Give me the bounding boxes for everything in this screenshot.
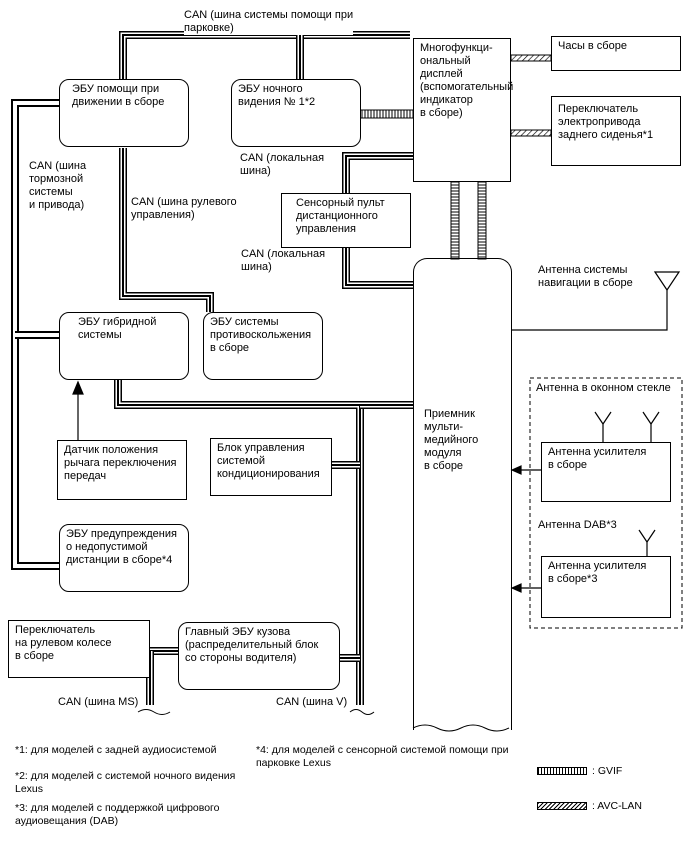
bus-break-ms bbox=[137, 709, 171, 715]
shift-position-sensor: Датчик положения рычага переключения пер… bbox=[57, 440, 187, 500]
main-body-ecu: Главный ЭБУ кузова (распределительный бл… bbox=[178, 622, 340, 690]
steering-wheel-switch: Переключатель на рулевом колесе в сборе bbox=[8, 620, 150, 678]
hybrid-ecu: ЭБУ гибридной системы bbox=[59, 312, 189, 380]
bus-break-v bbox=[349, 709, 375, 715]
legend-gvif-label: : GVIF bbox=[592, 765, 623, 777]
antenna-arrows bbox=[510, 465, 541, 593]
can-ms-bus bbox=[146, 647, 178, 705]
can-steering-label: CAN (шина рулевого управления) bbox=[131, 196, 237, 222]
can-steering-bus bbox=[119, 148, 214, 312]
footnote-4: *4: для моделей с сенсорной системой пом… bbox=[256, 744, 509, 769]
legend-avc-label: : AVC-LAN bbox=[592, 800, 642, 812]
rear-seat-switch: Переключатель электропривода заднего сид… bbox=[551, 96, 681, 166]
window-antenna-label: Антенна в оконном стекле bbox=[536, 382, 671, 395]
can-local-label-1: CAN (локальная шина) bbox=[240, 152, 325, 178]
avc-lan-links bbox=[510, 54, 552, 137]
shift-sensor-arrow bbox=[72, 380, 84, 440]
footnote-3: *3: для моделей с поддержкой цифрового а… bbox=[15, 802, 220, 827]
amp-antenna-2: Антенна усилителя в сборе*3 bbox=[541, 556, 671, 618]
can-v-bus bbox=[114, 380, 413, 705]
nav-antenna-label: Антенна системы навигации в сборе bbox=[538, 264, 633, 290]
can-local-label-2: CAN (локальная шина) bbox=[241, 248, 326, 274]
footnote-1: *1: для моделей с задней аудиосистемой bbox=[15, 744, 217, 756]
clock-assembly: Часы в сборе bbox=[551, 36, 681, 71]
can-parking-label: CAN (шина системы помощи при парковке) bbox=[184, 9, 354, 35]
ac-control-unit: Блок управления системой кондиционирован… bbox=[210, 438, 332, 496]
can-brake-label: CAN (шина тормозной системы и привода) bbox=[29, 160, 87, 212]
receiver-box bbox=[413, 258, 512, 730]
pcs-ecu: ЭБУ системы противоскольжения в сборе bbox=[203, 312, 323, 380]
drive-assist-ecu: ЭБУ помощи при движении в сборе bbox=[59, 79, 189, 147]
footnote-2: *2: для моделей с системой ночного виден… bbox=[15, 770, 236, 795]
can-v-label: CAN (шина V) bbox=[276, 696, 348, 709]
touchpad-remote: Сенсорный пульт дистанционного управлени… bbox=[281, 193, 411, 248]
amp-antenna-1: Антенна усилителя в сборе bbox=[541, 442, 671, 502]
distance-warning-ecu: ЭБУ предупреждения о недопустимой дистан… bbox=[59, 524, 189, 592]
receiver-bottom-break bbox=[412, 724, 510, 732]
can-ms-label: CAN (шина MS) bbox=[58, 696, 139, 709]
legend-gvif-swatch bbox=[537, 767, 587, 775]
can-parking-bus bbox=[119, 31, 410, 82]
receiver-label: Приемник мульти- медийного модуля в сбор… bbox=[424, 408, 479, 472]
dab-antenna-label: Антенна DAB*3 bbox=[538, 519, 617, 532]
can-brake-bus bbox=[11, 99, 60, 570]
amp-antenna-icons bbox=[594, 411, 660, 556]
multifunction-display: Многофункци- ональный дисплей (вспомогат… bbox=[413, 38, 513, 182]
nav-antenna-icon bbox=[512, 271, 681, 331]
legend-avc-swatch bbox=[537, 802, 587, 810]
night-vision-ecu: ЭБУ ночного видения № 1*2 bbox=[231, 79, 361, 147]
